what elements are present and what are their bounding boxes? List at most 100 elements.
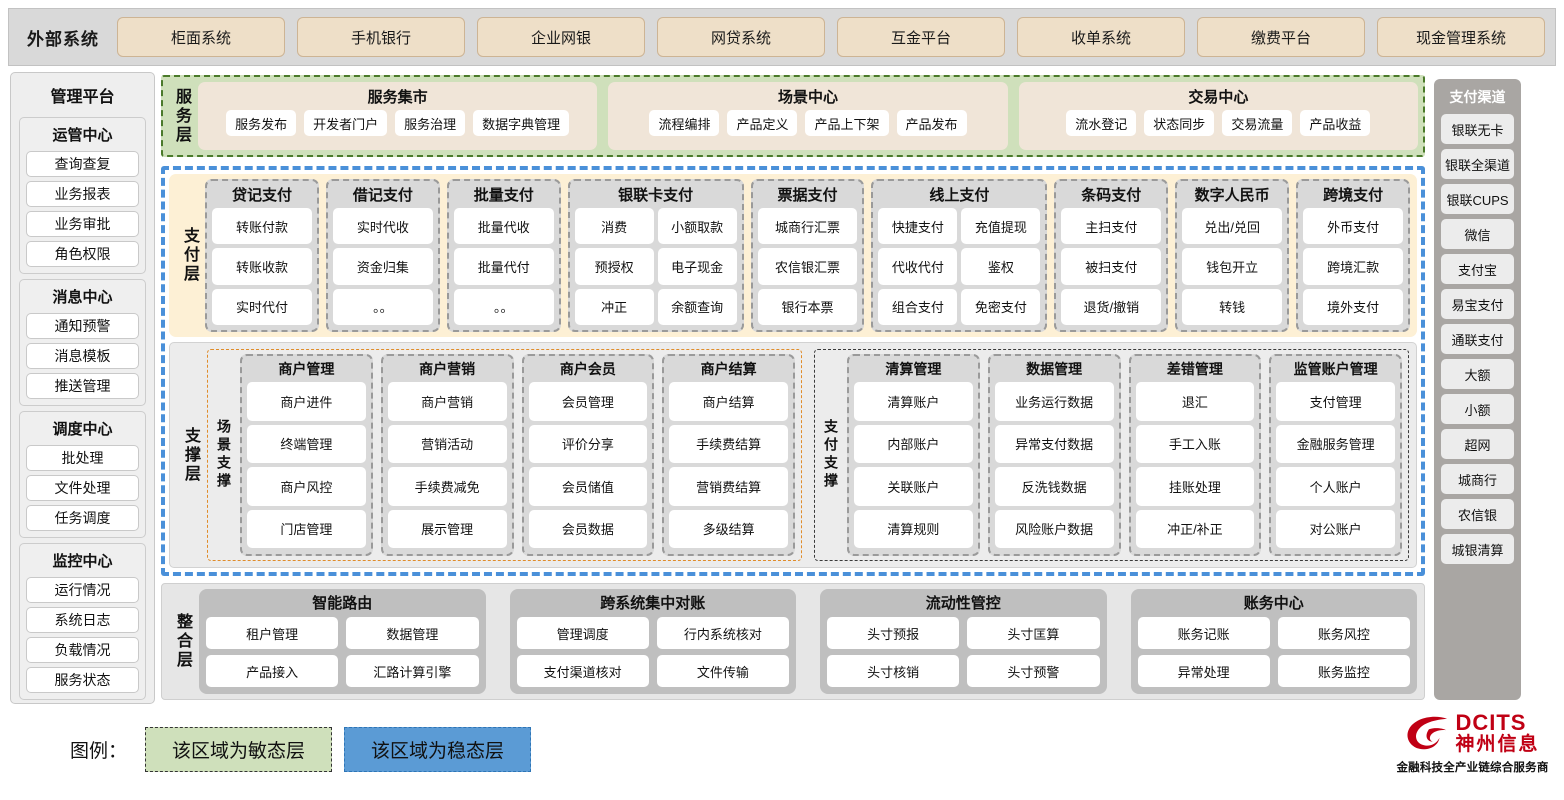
payment-channel-item[interactable]: 微信 [1441, 219, 1514, 249]
integration-chip[interactable]: 账务记账 [1137, 617, 1270, 649]
support-chip[interactable]: 个人账户 [1276, 467, 1395, 506]
support-chip[interactable]: 风险账户数据 [994, 509, 1114, 548]
payment-chip[interactable]: 余额查询 [657, 288, 737, 325]
integration-chip[interactable]: 文件传输 [656, 655, 789, 687]
payment-chip[interactable]: 电子现金 [657, 248, 737, 285]
support-chip[interactable]: 挂账处理 [1135, 467, 1255, 506]
payment-chip[interactable]: 代收代付 [878, 248, 958, 285]
support-chip[interactable]: 金融服务管理 [1276, 424, 1395, 463]
service-chip[interactable]: 产品上下架 [805, 110, 889, 136]
payment-channel-item[interactable]: 大额 [1441, 359, 1514, 389]
admin-menu-item[interactable]: 角色权限 [26, 241, 139, 267]
payment-chip[interactable]: 鉴权 [961, 248, 1041, 285]
integration-chip[interactable]: 数据管理 [346, 617, 479, 649]
service-chip[interactable]: 产品定义 [727, 110, 798, 136]
support-chip[interactable]: 终端管理 [247, 424, 366, 463]
payment-chip[interactable]: 兑出/兑回 [1182, 208, 1283, 245]
integration-chip[interactable]: 头寸匡算 [967, 617, 1100, 649]
admin-menu-item[interactable]: 消息模板 [26, 343, 139, 369]
integration-chip[interactable]: 管理调度 [516, 617, 649, 649]
payment-chip[interactable]: 小额取款 [657, 208, 737, 245]
admin-menu-item[interactable]: 系统日志 [26, 607, 139, 633]
service-chip[interactable]: 服务发布 [226, 110, 297, 136]
integration-chip[interactable]: 支付渠道核对 [516, 655, 649, 687]
integration-chip[interactable]: 异常处理 [1137, 655, 1270, 687]
payment-channel-item[interactable]: 银联CUPS [1441, 184, 1514, 214]
service-chip[interactable]: 开发者门户 [304, 110, 388, 136]
external-system-item[interactable]: 柜面系统 [117, 17, 285, 57]
payment-chip[interactable]: 转账付款 [212, 208, 312, 245]
payment-chip[interactable]: 实时代付 [212, 288, 312, 325]
payment-chip[interactable]: 快捷支付 [878, 208, 958, 245]
payment-chip[interactable]: 跨境汇款 [1303, 248, 1404, 285]
admin-menu-item[interactable]: 业务审批 [26, 211, 139, 237]
payment-chip[interactable]: 充值提现 [961, 208, 1041, 245]
admin-menu-item[interactable]: 查询查复 [26, 151, 139, 177]
admin-menu-item[interactable]: 服务状态 [26, 667, 139, 693]
payment-channel-item[interactable]: 通联支付 [1441, 324, 1514, 354]
payment-chip[interactable]: 组合支付 [878, 288, 958, 325]
integration-chip[interactable]: 头寸预报 [827, 617, 960, 649]
integration-chip[interactable]: 账务风控 [1277, 617, 1410, 649]
support-chip[interactable]: 内部账户 [854, 424, 973, 463]
integration-chip[interactable]: 头寸核销 [827, 655, 960, 687]
payment-chip[interactable]: 批量代付 [453, 248, 554, 285]
payment-chip[interactable]: 退货/撤销 [1061, 288, 1162, 325]
admin-menu-item[interactable]: 运行情况 [26, 577, 139, 603]
payment-chip[interactable]: 农信银汇票 [757, 248, 858, 285]
payment-chip[interactable]: 消费 [574, 208, 654, 245]
service-chip[interactable]: 交易流量 [1222, 110, 1293, 136]
payment-channel-item[interactable]: 支付宝 [1441, 254, 1514, 284]
support-chip[interactable]: 多级结算 [669, 509, 788, 548]
payment-chip[interactable]: 。。 [332, 288, 433, 325]
support-chip[interactable]: 手续费减免 [387, 467, 507, 506]
payment-chip[interactable]: 实时代收 [332, 208, 433, 245]
service-chip[interactable]: 状态同步 [1144, 110, 1215, 136]
support-chip[interactable]: 关联账户 [854, 467, 973, 506]
integration-chip[interactable]: 行内系统核对 [656, 617, 789, 649]
payment-channel-item[interactable]: 易宝支付 [1441, 289, 1514, 319]
admin-menu-item[interactable]: 文件处理 [26, 475, 139, 501]
admin-menu-item[interactable]: 负载情况 [26, 637, 139, 663]
support-chip[interactable]: 会员数据 [528, 509, 648, 548]
admin-menu-item[interactable]: 批处理 [26, 445, 139, 471]
service-chip[interactable]: 服务治理 [395, 110, 466, 136]
external-system-item[interactable]: 网贷系统 [657, 17, 825, 57]
payment-channel-item[interactable]: 小额 [1441, 394, 1514, 424]
payment-chip[interactable]: 批量代收 [453, 208, 554, 245]
integration-chip[interactable]: 租户管理 [206, 617, 339, 649]
integration-chip[interactable]: 账务监控 [1277, 655, 1410, 687]
support-chip[interactable]: 商户风控 [247, 467, 366, 506]
support-chip[interactable]: 展示管理 [387, 509, 507, 548]
integration-chip[interactable]: 头寸预警 [967, 655, 1100, 687]
support-chip[interactable]: 评价分享 [528, 424, 648, 463]
support-chip[interactable]: 对公账户 [1276, 509, 1395, 548]
support-chip[interactable]: 支付管理 [1276, 382, 1395, 421]
admin-menu-item[interactable]: 业务报表 [26, 181, 139, 207]
payment-channel-item[interactable]: 银联全渠道 [1441, 149, 1514, 179]
external-system-item[interactable]: 现金管理系统 [1377, 17, 1545, 57]
support-chip[interactable]: 异常支付数据 [994, 424, 1114, 463]
payment-channel-item[interactable]: 超网 [1441, 429, 1514, 459]
external-system-item[interactable]: 缴费平台 [1197, 17, 1365, 57]
service-chip[interactable]: 流程编排 [649, 110, 720, 136]
payment-chip[interactable]: 被扫支付 [1061, 248, 1162, 285]
payment-chip[interactable]: 转钱 [1182, 288, 1283, 325]
payment-chip[interactable]: 主扫支付 [1061, 208, 1162, 245]
support-chip[interactable]: 手续费结算 [669, 424, 788, 463]
support-chip[interactable]: 会员管理 [528, 382, 648, 421]
service-chip[interactable]: 产品收益 [1300, 110, 1371, 136]
support-chip[interactable]: 冲正/补正 [1135, 509, 1255, 548]
payment-channel-item[interactable]: 农信银 [1441, 499, 1514, 529]
payment-chip[interactable]: 资金归集 [332, 248, 433, 285]
support-chip[interactable]: 门店管理 [247, 509, 366, 548]
external-system-item[interactable]: 收单系统 [1017, 17, 1185, 57]
support-chip[interactable]: 手工入账 [1135, 424, 1255, 463]
admin-menu-item[interactable]: 任务调度 [26, 505, 139, 531]
service-chip[interactable]: 产品发布 [896, 110, 967, 136]
payment-chip[interactable]: 预授权 [574, 248, 654, 285]
payment-channel-item[interactable]: 城银清算 [1441, 534, 1514, 564]
payment-chip[interactable]: 转账收款 [212, 248, 312, 285]
payment-chip[interactable]: 银行本票 [757, 288, 858, 325]
support-chip[interactable]: 清算账户 [854, 382, 973, 421]
